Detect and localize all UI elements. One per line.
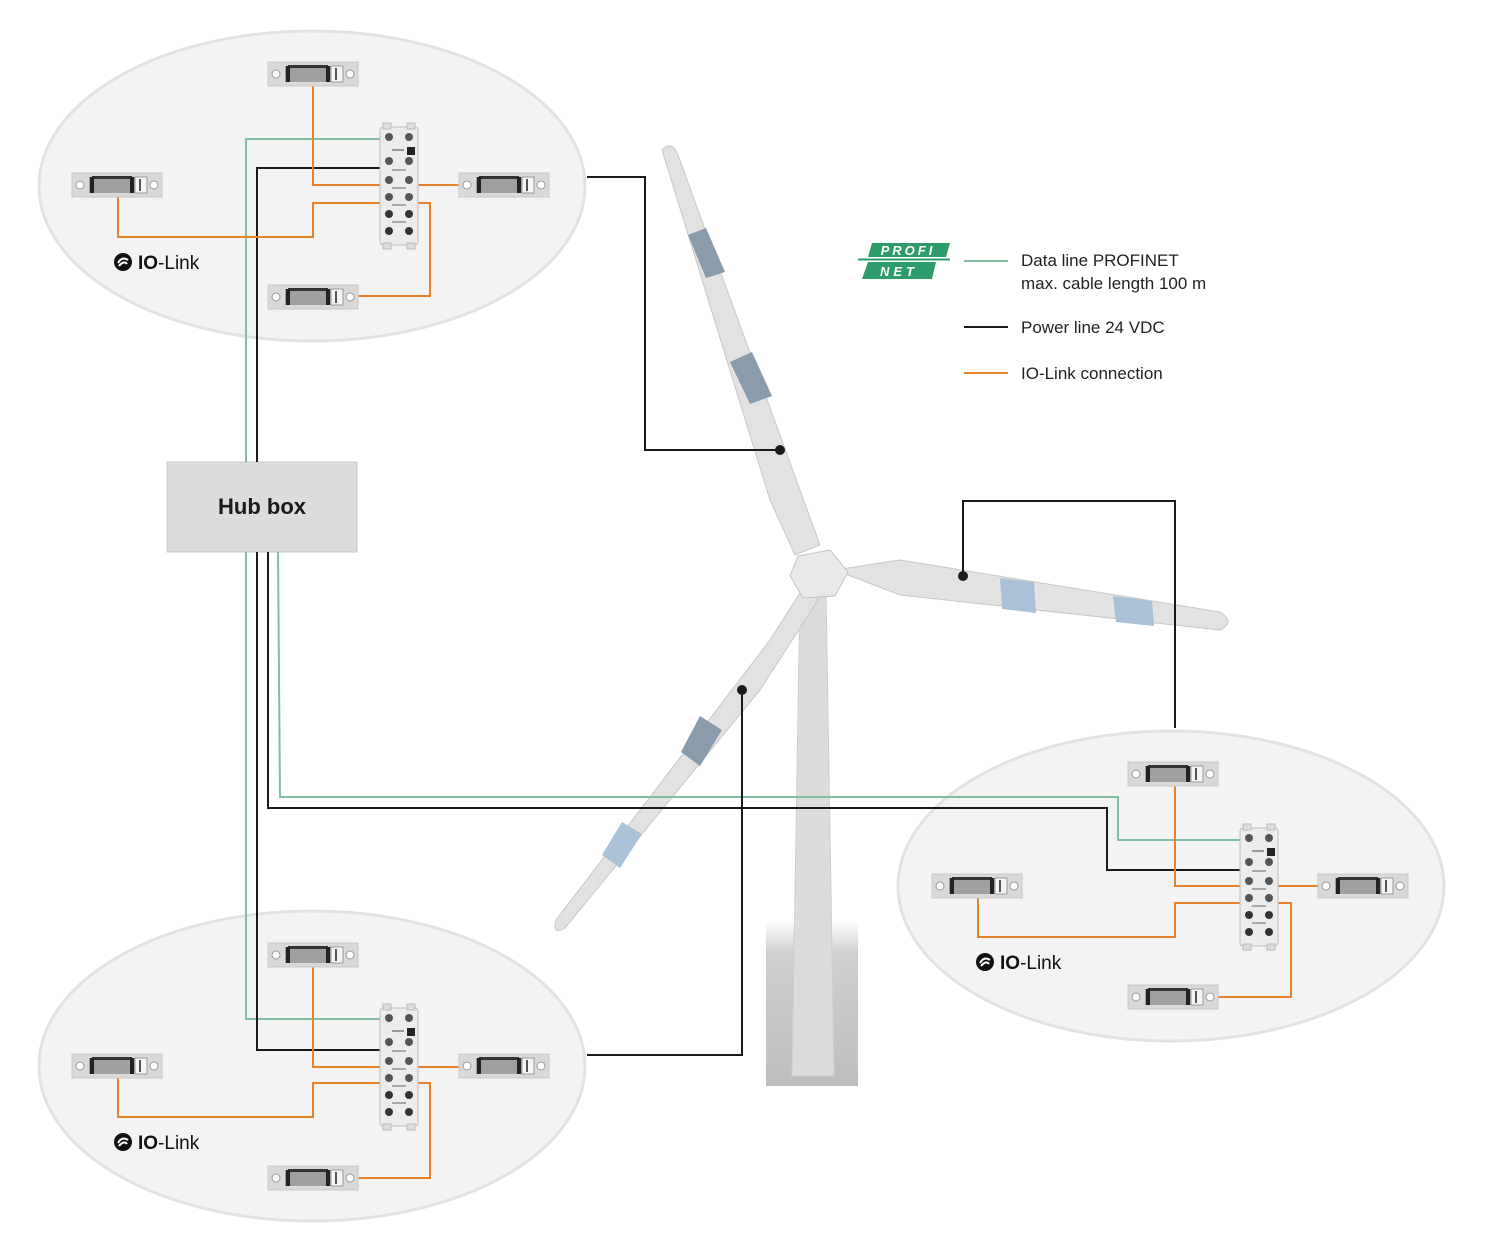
blade-sensor-lower	[737, 685, 747, 695]
power-line-blade-upper	[587, 176, 780, 451]
profinet-line-top	[245, 138, 380, 462]
io-link-master-module	[1239, 823, 1279, 951]
sensor-device	[71, 172, 163, 198]
io-link-master-module	[379, 122, 419, 250]
io-link-badge: IO-Link	[113, 252, 200, 274]
turbine-blade-lower	[554, 584, 819, 932]
sensor-device	[458, 1053, 550, 1079]
profinet-line-bottom	[245, 552, 380, 1020]
sensor-device	[458, 172, 550, 198]
io-link-badge: IO-Link	[113, 1132, 200, 1154]
sensor-device	[267, 1165, 359, 1191]
svg-text:IO-Link: IO-Link	[1000, 953, 1062, 974]
legend-label-power: Power line 24 VDC	[1021, 318, 1165, 337]
power-line-right	[267, 552, 1240, 871]
profinet-line-right	[277, 551, 1240, 841]
legend-label-iolink: IO-Link connection	[1021, 364, 1163, 383]
profinet-logo: PROFI NET	[858, 243, 950, 279]
sensor-device	[931, 873, 1023, 899]
power-line-top	[256, 167, 380, 462]
io-link-badge: IO-Link	[975, 952, 1062, 974]
sensor-device	[267, 942, 359, 968]
hub-box-label: Hub box	[218, 494, 307, 519]
io-link-logo-icon	[113, 252, 133, 272]
power-line-blade-lower	[587, 690, 743, 1056]
sensor-device	[1127, 761, 1219, 787]
io-link-master-module	[379, 1003, 419, 1131]
sensor-device	[1127, 984, 1219, 1010]
hub-box: Hub box	[166, 461, 358, 553]
svg-text:IO-Link: IO-Link	[138, 253, 200, 274]
cables	[117, 86, 1318, 1179]
legend: PROFI NET Data line PROFINET max. cable …	[858, 243, 1206, 383]
io-link-logo-icon	[113, 1132, 133, 1152]
sensor-device	[267, 61, 359, 87]
io-link-logo-icon	[975, 952, 995, 972]
legend-label-profinet-length: max. cable length 100 m	[1021, 274, 1206, 293]
power-line-bottom	[256, 552, 380, 1051]
svg-text:PROFI: PROFI	[881, 243, 936, 258]
sensor-device	[71, 1053, 163, 1079]
blade-sensor-upper	[775, 445, 785, 455]
sensor-device	[1317, 873, 1409, 899]
turbine-blade-upper	[661, 145, 821, 556]
power-line-blade-right	[962, 500, 1176, 728]
turbine-hub	[789, 549, 849, 599]
legend-label-profinet: Data line PROFINET	[1021, 251, 1179, 270]
turbine-tower	[791, 589, 835, 1077]
svg-text:NET: NET	[880, 264, 918, 279]
sensor-device	[267, 284, 359, 310]
blade-sensor-right	[958, 571, 968, 581]
wind-turbine	[554, 145, 1229, 1086]
svg-text:IO-Link: IO-Link	[138, 1133, 200, 1154]
